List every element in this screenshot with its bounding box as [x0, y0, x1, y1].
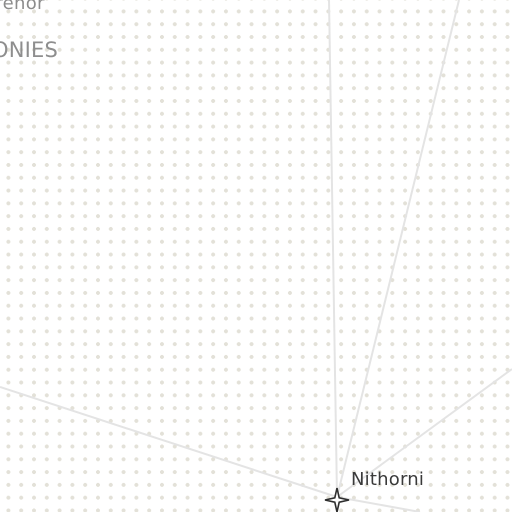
region-label: ONIES [0, 38, 59, 62]
route-line-east [336, 368, 512, 498]
city-label-nithorni[interactable]: Nithorni [351, 469, 425, 490]
route-line-north [328, 0, 338, 498]
four-point-star-icon[interactable] [324, 487, 350, 512]
place-label-irenor: irenor [0, 0, 45, 14]
route-line-north-east [336, 0, 460, 498]
route-line-south-east [336, 496, 421, 512]
route-line-west [0, 386, 338, 498]
